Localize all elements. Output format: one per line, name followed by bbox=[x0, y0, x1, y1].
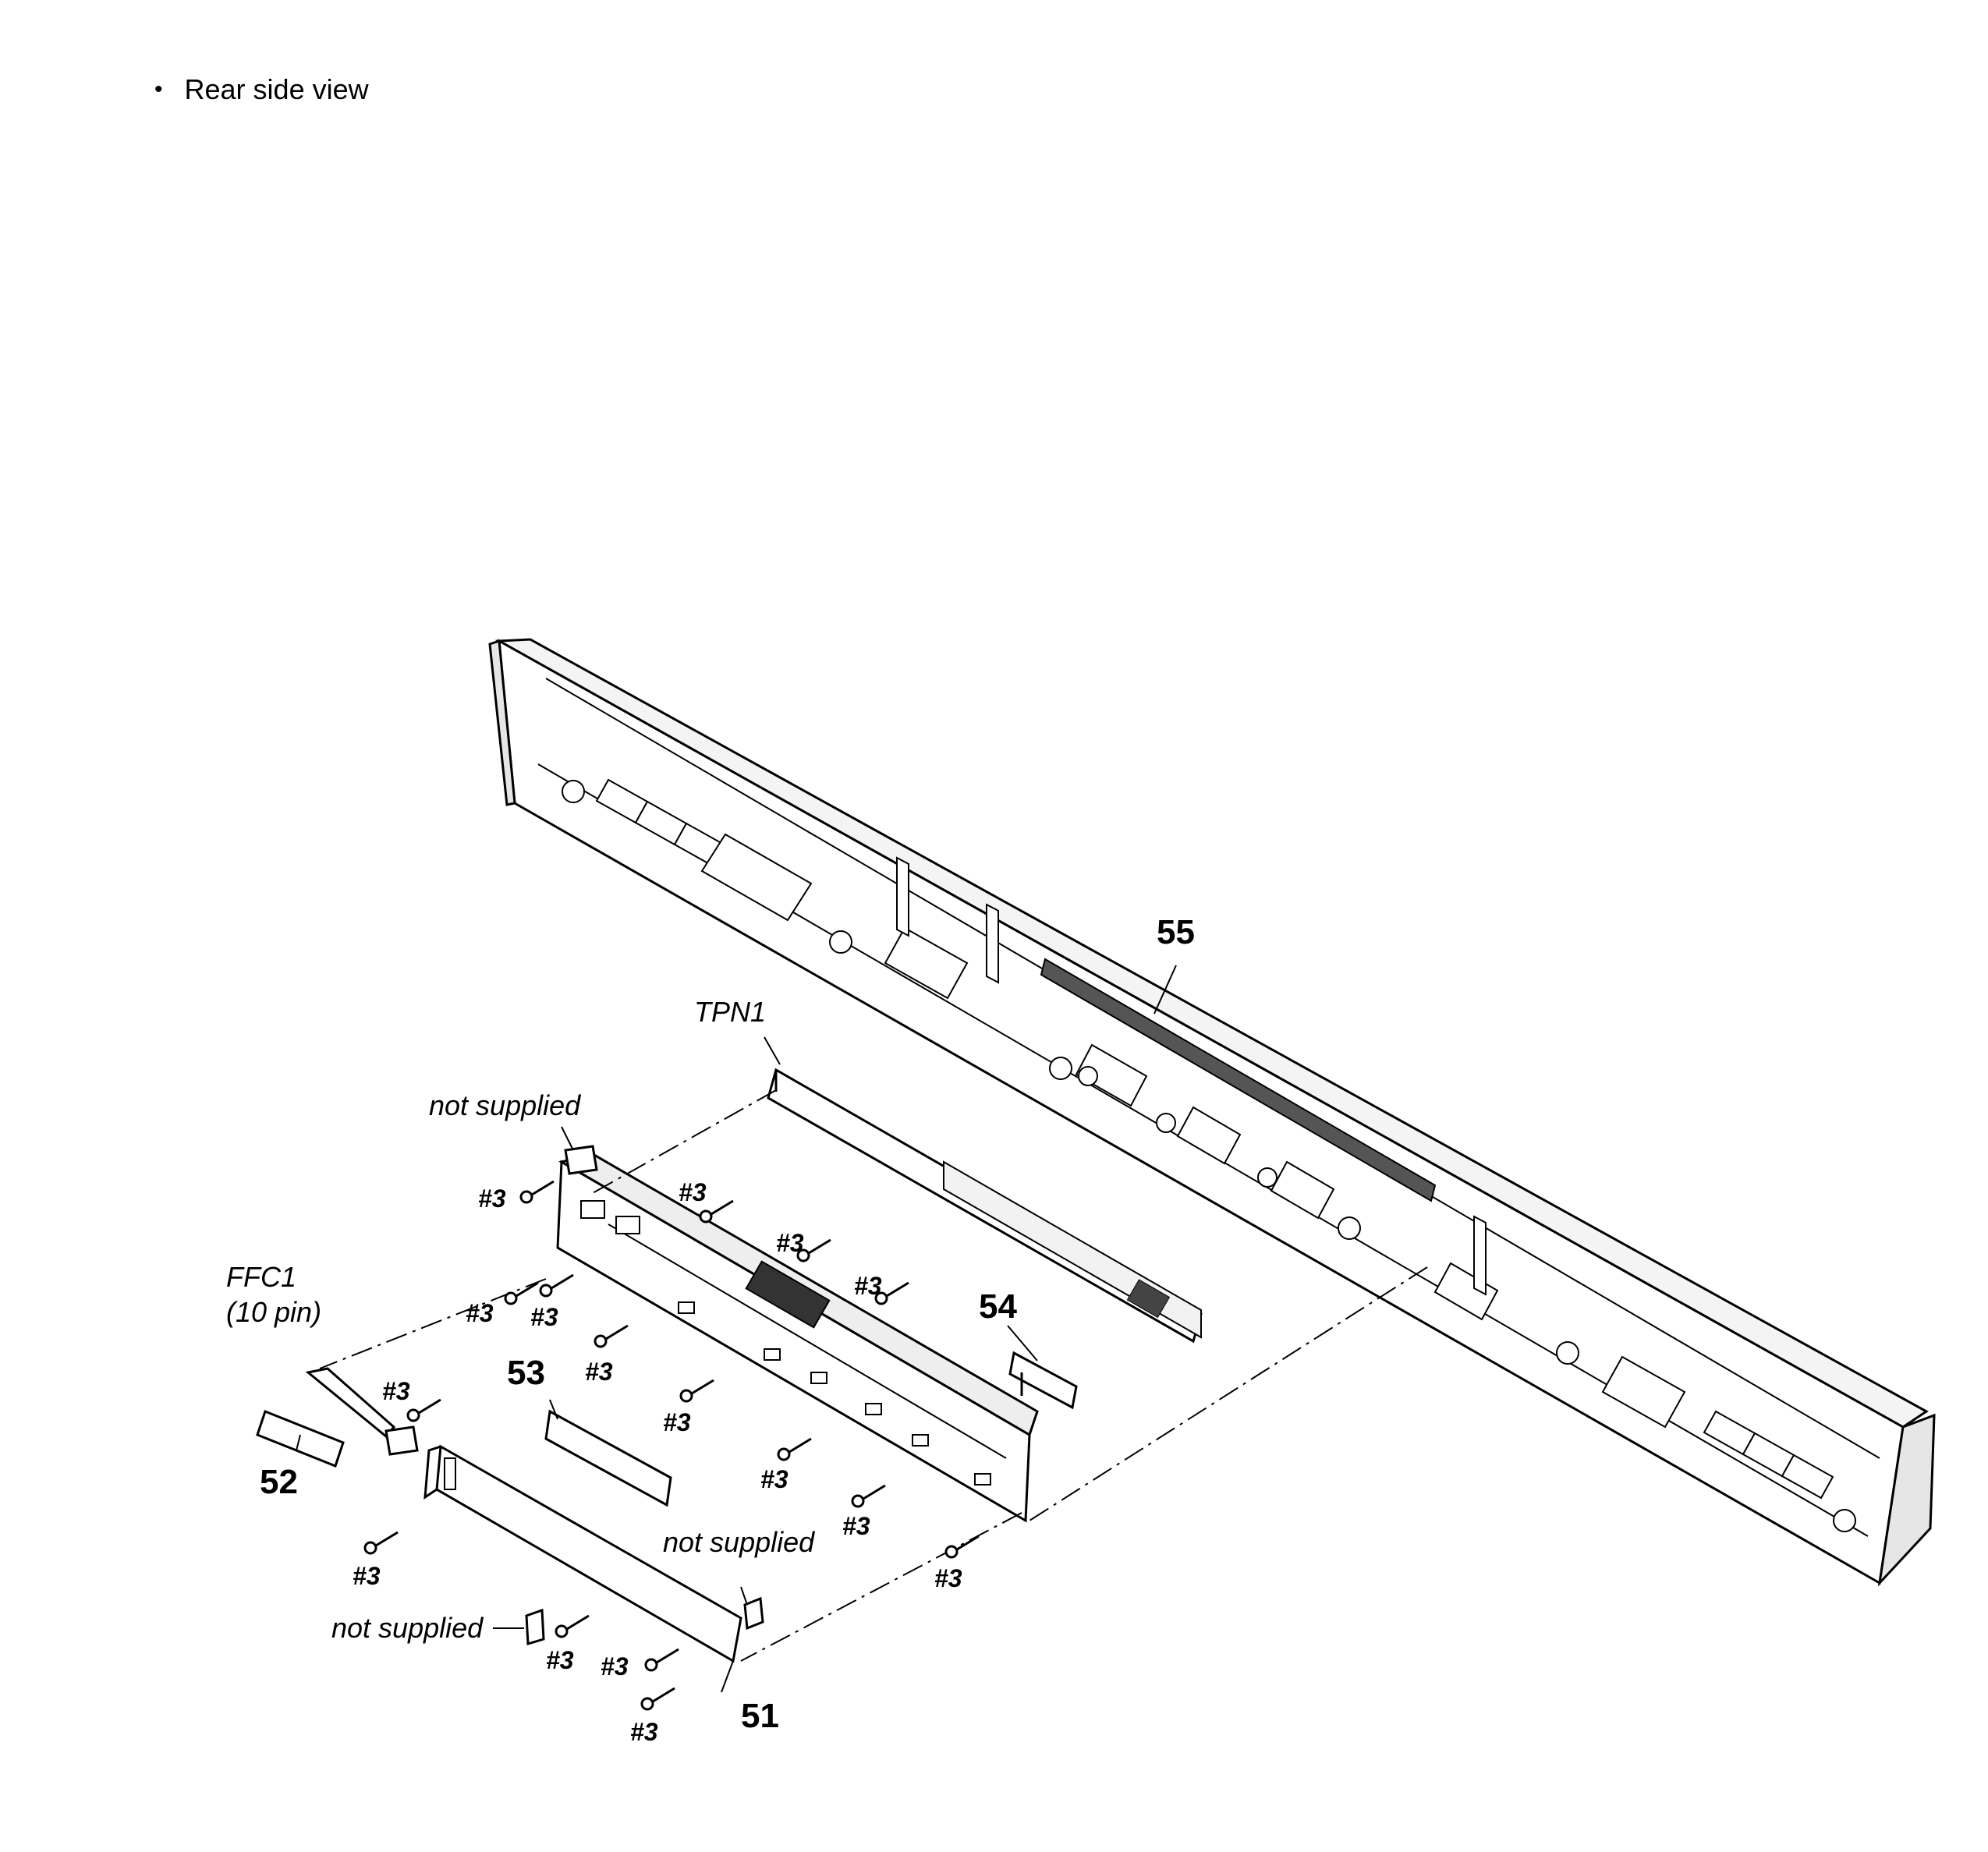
sheet-part-52 bbox=[256, 1410, 345, 1468]
section-heading: • Rear side view bbox=[154, 73, 369, 106]
screw-icon bbox=[406, 1398, 441, 1422]
screw-icon bbox=[699, 1199, 734, 1223]
label-screw: #3 bbox=[478, 1185, 506, 1213]
label-part-52: 52 bbox=[260, 1463, 298, 1501]
label-not-supplied-right: not supplied bbox=[663, 1526, 815, 1558]
label-tpn1: TPN1 bbox=[694, 996, 766, 1028]
bezel-part-55 bbox=[488, 638, 1936, 1587]
label-part-53: 53 bbox=[507, 1354, 545, 1392]
label-not-supplied-left: not supplied bbox=[331, 1612, 484, 1644]
label-screw: #3 bbox=[679, 1178, 707, 1206]
not-supplied-parts bbox=[525, 1145, 764, 1645]
label-part-54: 54 bbox=[979, 1287, 1017, 1326]
label-screw: #3 bbox=[601, 1652, 629, 1680]
screw-icon bbox=[504, 1281, 539, 1305]
label-part-55: 55 bbox=[1157, 913, 1195, 951]
label-screw: #3 bbox=[760, 1465, 788, 1493]
label-screw: #3 bbox=[663, 1408, 691, 1436]
ffc1-cable bbox=[305, 1367, 419, 1456]
label-screw: #3 bbox=[353, 1562, 381, 1590]
label-screw: #3 bbox=[934, 1564, 962, 1592]
leader-lines bbox=[296, 965, 1177, 1693]
section-title: Rear side view bbox=[184, 73, 369, 105]
label-screw: #3 bbox=[842, 1512, 870, 1540]
sheet-part-53 bbox=[544, 1409, 672, 1507]
screw-icon bbox=[539, 1273, 574, 1298]
screw-icon bbox=[679, 1379, 714, 1403]
screw-icon bbox=[519, 1180, 555, 1204]
main-bracket bbox=[556, 1153, 1039, 1523]
screws bbox=[363, 1180, 980, 1711]
label-not-supplied-top: not supplied bbox=[429, 1089, 581, 1121]
screw-icon bbox=[594, 1324, 629, 1348]
screw-icon bbox=[851, 1484, 886, 1508]
screw-icon bbox=[555, 1614, 590, 1638]
label-screw: #3 bbox=[776, 1229, 804, 1257]
label-ffc1-pins: (10 pin) bbox=[226, 1296, 321, 1328]
diagram-labels: 55 TPN1 not supplied FFC1 (10 pin) 54 53… bbox=[226, 913, 1195, 1746]
screw-icon bbox=[796, 1238, 831, 1262]
screw-icon bbox=[777, 1437, 812, 1461]
screw-icon bbox=[363, 1531, 399, 1555]
connector-part-54 bbox=[1008, 1351, 1078, 1410]
label-screw: #3 bbox=[546, 1646, 574, 1674]
label-screw: #3 bbox=[854, 1272, 882, 1300]
label-part-51: 51 bbox=[741, 1697, 779, 1735]
label-screw: #3 bbox=[530, 1303, 558, 1331]
screw-icon bbox=[640, 1687, 675, 1711]
label-screw: #3 bbox=[466, 1299, 494, 1327]
screw-icon bbox=[874, 1281, 909, 1305]
board-tpn1 bbox=[767, 1068, 1203, 1344]
label-screw: #3 bbox=[630, 1718, 658, 1746]
label-screw: #3 bbox=[382, 1377, 410, 1405]
label-ffc1: FFC1 bbox=[226, 1261, 296, 1293]
screw-icon bbox=[944, 1535, 980, 1559]
bullet-icon: • bbox=[154, 76, 163, 102]
label-screw: #3 bbox=[585, 1358, 613, 1386]
screw-icon bbox=[644, 1648, 679, 1672]
